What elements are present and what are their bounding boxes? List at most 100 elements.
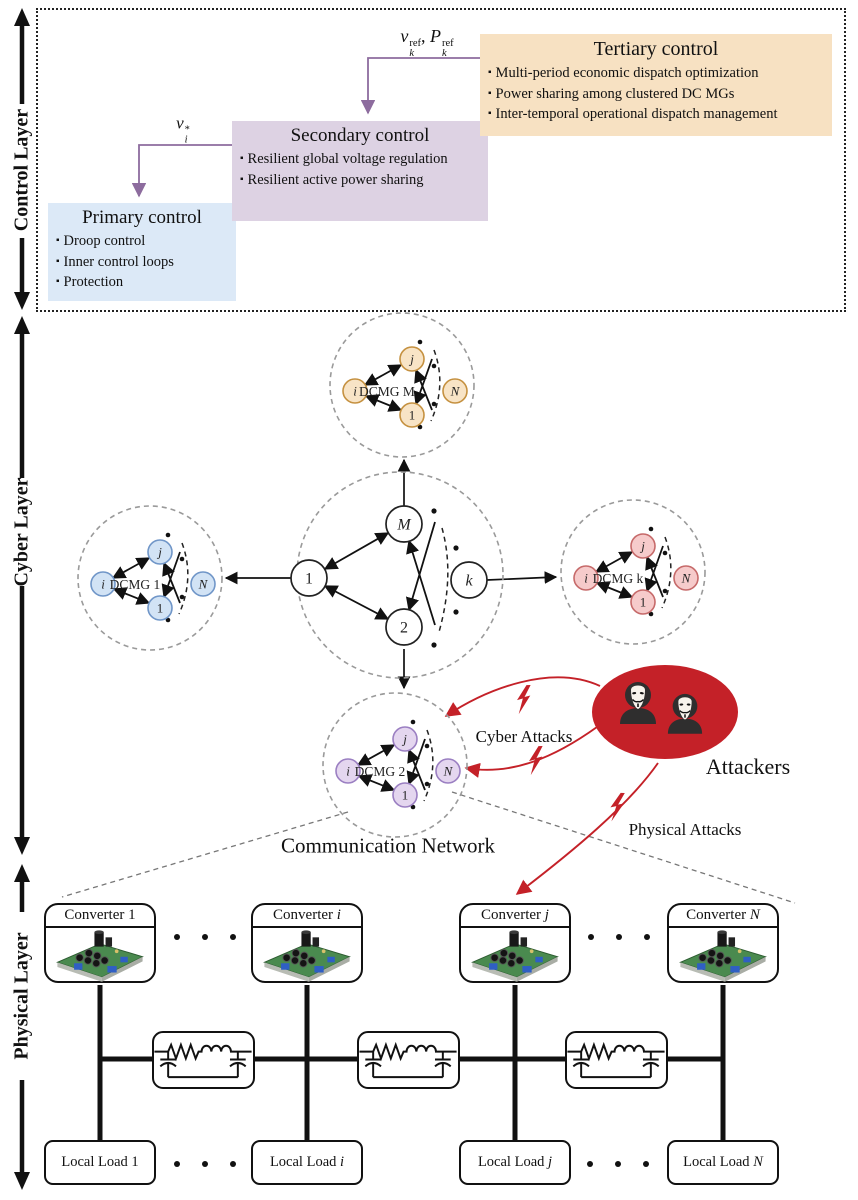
secondary-bullet: Resilient global voltage regulation <box>240 149 480 170</box>
svg-text:j: j <box>408 352 414 367</box>
local-load-i-box: Local Load i <box>251 1140 363 1185</box>
tertiary-bullet: Inter-temporal operational dispatch mana… <box>488 104 824 125</box>
rlc-line-filter-icon <box>359 1041 457 1079</box>
line-filter-box <box>565 1031 668 1089</box>
node-i: i <box>573 565 599 591</box>
control-layer-label: Control Layer <box>10 108 33 232</box>
dcmg-2-label: DCMG 2 <box>355 764 406 779</box>
svg-text:k: k <box>465 573 473 590</box>
primary-control-title: Primary control <box>82 207 202 228</box>
node-j: j <box>630 533 656 559</box>
node-1: 1 <box>399 402 425 428</box>
dcmg-2-cluster: i j 1 N DCMG 2 <box>322 692 468 838</box>
projection-line-right <box>451 791 796 904</box>
node-j: j <box>392 726 418 752</box>
converter-n-box: Converter N <box>667 903 779 983</box>
dcmg-m-label: DCMG M <box>359 384 415 399</box>
cyber-attack-arrow-1 <box>444 676 601 717</box>
tertiary-control-box: Tertiary control Multi-period economic d… <box>480 34 832 136</box>
dcmg-1-label: DCMG 1 <box>110 577 161 592</box>
physical-attack-arrow <box>515 762 659 895</box>
node-i: i <box>335 758 361 784</box>
svg-text:1: 1 <box>305 571 313 588</box>
rlc-line-filter-icon <box>567 1041 665 1079</box>
svg-text:i: i <box>353 384 357 399</box>
node-1: 1 <box>630 589 656 615</box>
svg-text:j: j <box>639 539 645 554</box>
svg-text:N: N <box>198 577 209 592</box>
converter-i-box: Converter i <box>251 903 363 983</box>
load-ellipsis-dots <box>174 1161 649 1167</box>
svg-text:j: j <box>401 732 407 747</box>
primary-bullet: Inner control loops <box>56 252 228 273</box>
converter-pcb-image <box>263 930 351 982</box>
converter-label: Converter <box>686 907 747 923</box>
physical-attacks-label: Physical Attacks <box>628 820 742 839</box>
dcmg-1-cluster: i j 1 N DCMG 1 <box>77 505 223 651</box>
communication-network-label: Communication Network <box>280 833 496 858</box>
node-n: N <box>435 758 461 784</box>
converter-label: Converter <box>481 907 542 923</box>
tertiary-bullet: Power sharing among clustered DC MGs <box>488 84 824 105</box>
svg-text:i: i <box>101 577 105 592</box>
svg-text:1: 1 <box>402 788 409 803</box>
node-n: N <box>190 571 216 597</box>
svg-text:i: i <box>346 764 350 779</box>
primary-control-box: Primary control Droop control Inner cont… <box>48 203 236 301</box>
node-1: 1 <box>147 595 173 621</box>
attackers-label: Attackers <box>705 754 791 779</box>
svg-text:M: M <box>396 517 412 534</box>
communication-hub-cluster: 1 M 2 k <box>290 471 504 679</box>
rlc-line-filter-icon <box>154 1041 252 1079</box>
layer-extent-arrows <box>14 8 30 1190</box>
dc-bus-wiring <box>97 985 726 1140</box>
converter-ellipsis-dots <box>174 934 650 940</box>
hub-to-dcmg-k-arrow <box>486 571 558 584</box>
converter-pcb-image <box>679 930 767 982</box>
cyber-layer-label: Cyber Layer <box>10 477 33 587</box>
attackers-group <box>592 665 738 759</box>
dcmg-k-label: DCMG k <box>593 571 644 586</box>
svg-text:1: 1 <box>640 595 647 610</box>
dcmg-m-cluster: i j 1 N DCMG M <box>329 312 475 458</box>
svg-text:1: 1 <box>409 408 416 423</box>
hub-node-1: 1 <box>290 559 328 597</box>
secondary-control-box: Secondary control Resilient global volta… <box>232 121 488 221</box>
converter-j-box: Converter j <box>459 903 571 983</box>
converter-1-box: Converter 1 <box>44 903 156 983</box>
svg-text:j: j <box>156 545 162 560</box>
svg-text:N: N <box>450 384 461 399</box>
cyber-attack-arrow-2 <box>464 726 598 778</box>
line-filter-box <box>152 1031 255 1089</box>
hub-node-m: M <box>385 505 423 543</box>
tertiary-to-secondary-arrow <box>360 57 480 115</box>
node-i: i <box>342 378 368 404</box>
hub-node-2: 2 <box>385 608 423 646</box>
local-load-1-box: Local Load 1 <box>44 1140 156 1185</box>
control-layer-outline <box>36 8 846 312</box>
converter-pcb-image <box>471 930 559 982</box>
tertiary-bullet: Multi-period economic dispatch optimizat… <box>488 63 824 84</box>
local-load-j-box: Local Load j <box>459 1140 571 1185</box>
node-n: N <box>442 378 468 404</box>
primary-bullet: Protection <box>56 272 228 293</box>
secondary-to-primary-arrow <box>131 144 232 198</box>
cyber-attacks-label: Cyber Attacks <box>475 727 573 746</box>
converter-label: Converter <box>64 907 125 923</box>
svg-text:N: N <box>443 764 454 779</box>
node-n: N <box>673 565 699 591</box>
secondary-bullet: Resilient active power sharing <box>240 170 480 191</box>
lightning-bolt-icon <box>512 684 538 715</box>
lightning-bolt-icon <box>524 745 550 776</box>
svg-text:i: i <box>584 571 588 586</box>
dcmg-k-cluster: i j 1 N DCMG k <box>560 499 706 645</box>
physical-layer-label: Physical Layer <box>10 932 33 1060</box>
primary-bullet: Droop control <box>56 231 228 252</box>
node-i: i <box>90 571 116 597</box>
local-load-n-box: Local Load N <box>667 1140 779 1185</box>
primary-reference-signal: v*i <box>176 113 190 145</box>
svg-text:N: N <box>681 571 692 586</box>
